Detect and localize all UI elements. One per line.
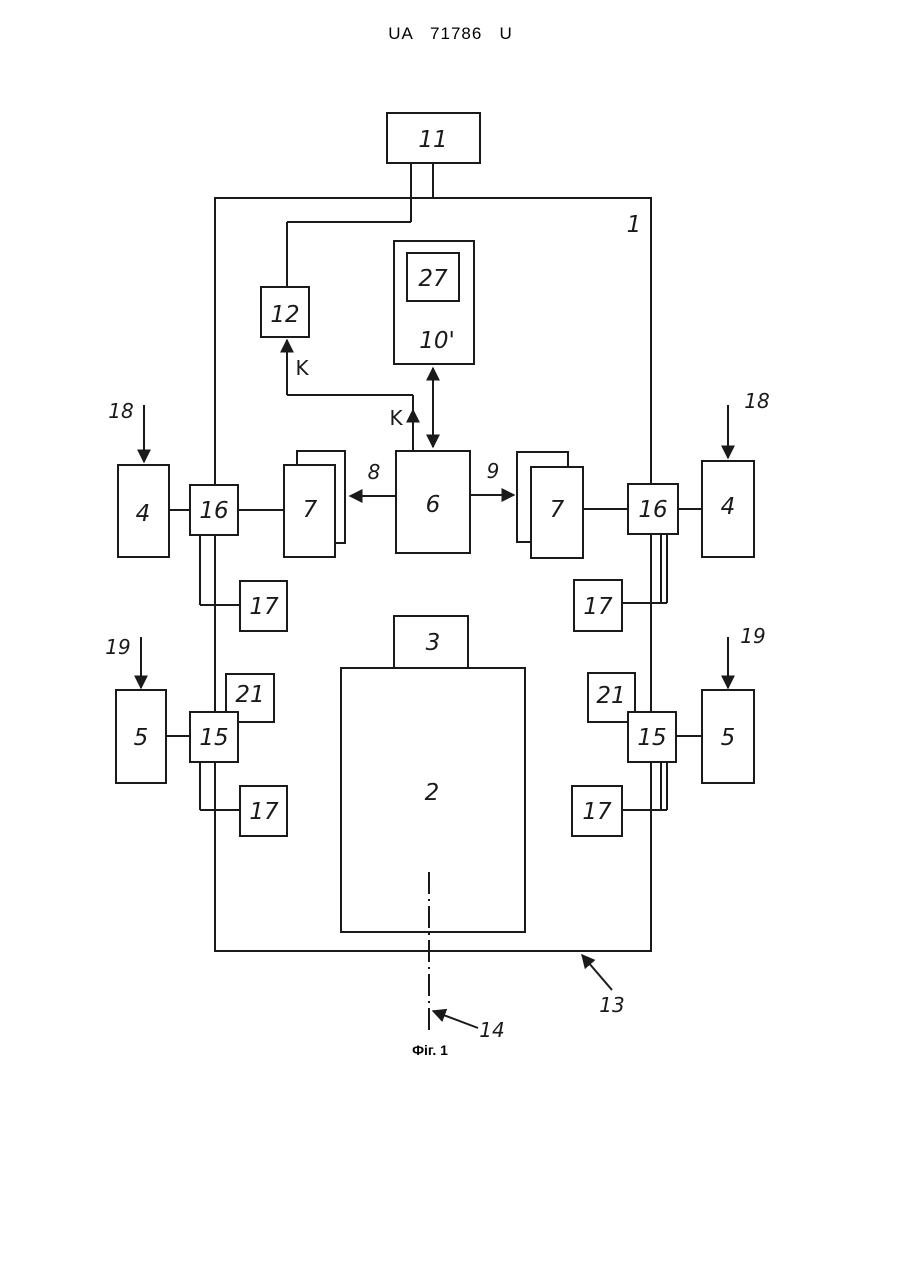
label-4-right: 4 bbox=[721, 494, 736, 520]
label-8: 8 bbox=[368, 460, 381, 484]
label-16-right: 16 bbox=[638, 497, 667, 523]
figure-caption: Фіг. 1 bbox=[0, 1042, 860, 1058]
label-21-left: 21 bbox=[235, 682, 264, 708]
label-13: 13 bbox=[599, 993, 624, 1017]
label-7-right: 7 bbox=[550, 497, 565, 523]
label-k-left: K bbox=[295, 356, 309, 380]
label-4-left: 4 bbox=[136, 501, 151, 527]
label-12: 12 bbox=[270, 302, 299, 328]
label-18-right: 18 bbox=[744, 389, 769, 413]
label-10: 10' bbox=[419, 328, 455, 354]
label-27: 27 bbox=[418, 266, 448, 292]
label-18-left: 18 bbox=[108, 399, 133, 423]
label-14: 14 bbox=[479, 1018, 504, 1042]
label-3: 3 bbox=[426, 630, 441, 656]
label-16-left: 16 bbox=[199, 498, 228, 524]
label-5-right: 5 bbox=[721, 725, 736, 751]
label-15-left: 15 bbox=[199, 725, 228, 751]
label-6: 6 bbox=[426, 492, 441, 518]
label-2: 2 bbox=[425, 780, 440, 806]
label-17-left-top: 17 bbox=[249, 594, 279, 620]
label-19-left: 19 bbox=[105, 635, 130, 659]
label-k-right: K bbox=[389, 406, 403, 430]
label-7-left: 7 bbox=[303, 497, 318, 523]
label-15-right: 15 bbox=[637, 725, 666, 751]
label-17-right-top: 17 bbox=[583, 594, 613, 620]
label-17-left-bottom: 17 bbox=[249, 799, 279, 825]
label-19-right: 19 bbox=[740, 624, 765, 648]
label-11: 11 bbox=[418, 127, 447, 153]
label-9: 9 bbox=[487, 459, 500, 483]
label-21-right: 21 bbox=[596, 683, 625, 709]
label-5-left: 5 bbox=[134, 725, 149, 751]
label-1: 1 bbox=[627, 212, 642, 238]
label-17-right-bottom: 17 bbox=[582, 799, 612, 825]
